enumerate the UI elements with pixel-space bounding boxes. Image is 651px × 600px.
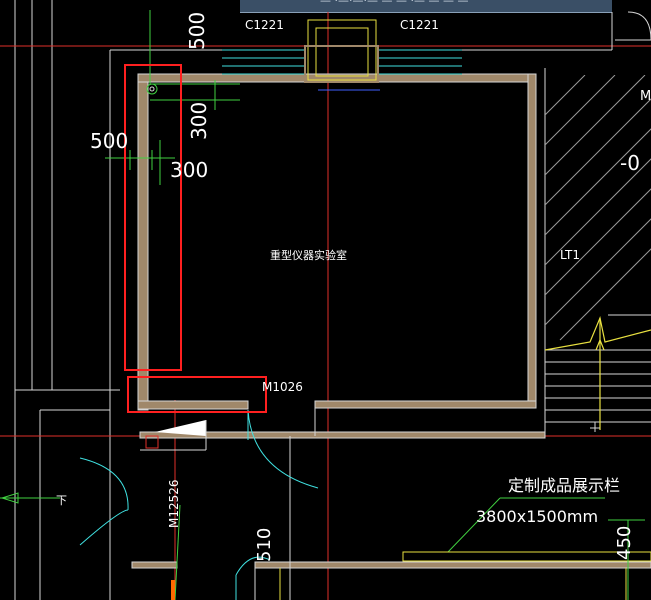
highlight-box-left-wall (124, 64, 182, 371)
door-leaf-wedge (140, 420, 207, 451)
corner-curve (627, 11, 651, 41)
top-toolbar-strip: — ·—·—·— — — ·— — — — (240, 0, 612, 13)
door-label-m12526: M12526 (167, 479, 181, 528)
stair-hatch (544, 75, 651, 432)
display-cabinet (279, 519, 651, 600)
left-arrow (0, 492, 55, 504)
window-label-left: C1221 (245, 18, 284, 32)
dimension-500-left: 500 (90, 129, 128, 153)
window-center-frame (304, 19, 380, 91)
room-name-label: 重型仪器实验室 (270, 248, 347, 262)
dimension-300-right: 300 (170, 158, 208, 182)
boundary-lines (109, 12, 651, 600)
window-c1221-right (378, 49, 462, 75)
toolbar-hint-text: — ·—·—·— — — ·— — — — (320, 0, 469, 7)
dimension-300-vertical: 300 (187, 102, 211, 140)
door-swings (79, 409, 319, 600)
orange-marker (171, 580, 175, 600)
dimension-500-top: 500 (185, 12, 209, 50)
room-walls (131, 73, 651, 569)
display-label: 定制成品展示栏 (508, 476, 620, 495)
display-size-label: 3800x1500mm (476, 507, 598, 526)
left-outer-lines (14, 0, 120, 600)
level-mark-label: -0 (620, 151, 640, 175)
highlight-boxes (124, 64, 267, 413)
arrow-label: 下 (56, 494, 67, 507)
highlight-box-bottom-wall (127, 376, 267, 413)
dimension-450: 450 (614, 526, 635, 560)
door-label-m1026: M1026 (262, 380, 303, 394)
lift-label: LT1 (560, 248, 580, 262)
window-c1221-left (222, 49, 305, 75)
m-mark-label: M (640, 89, 651, 104)
window-label-right: C1221 (400, 18, 439, 32)
dimension-510: 510 (254, 528, 275, 562)
